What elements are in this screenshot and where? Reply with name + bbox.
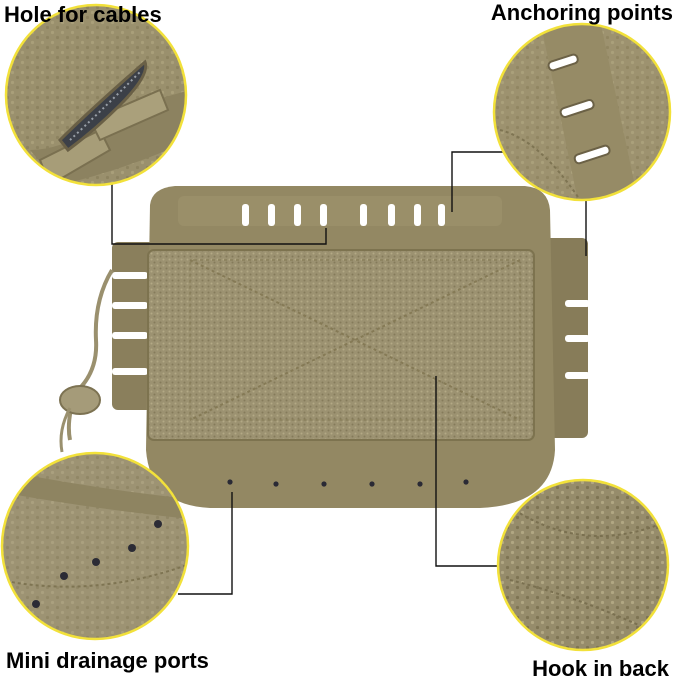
zoom-circle-drainage-ports: [0, 451, 190, 641]
zoom-circle-cable-hole: [4, 3, 188, 187]
pouch-body: [59, 186, 590, 508]
label-anchoring-points: Anchoring points: [490, 0, 673, 25]
zoom-circle-anchoring-points: [492, 22, 672, 202]
label-hook-in-back: Hook in back: [532, 656, 669, 681]
label-mini-drainage-ports: Mini drainage ports: [6, 648, 209, 673]
label-hole-for-cables: Hole for cables: [4, 2, 162, 27]
leader-lines: [111, 151, 587, 595]
zoom-circle-hook-back: [496, 478, 670, 652]
